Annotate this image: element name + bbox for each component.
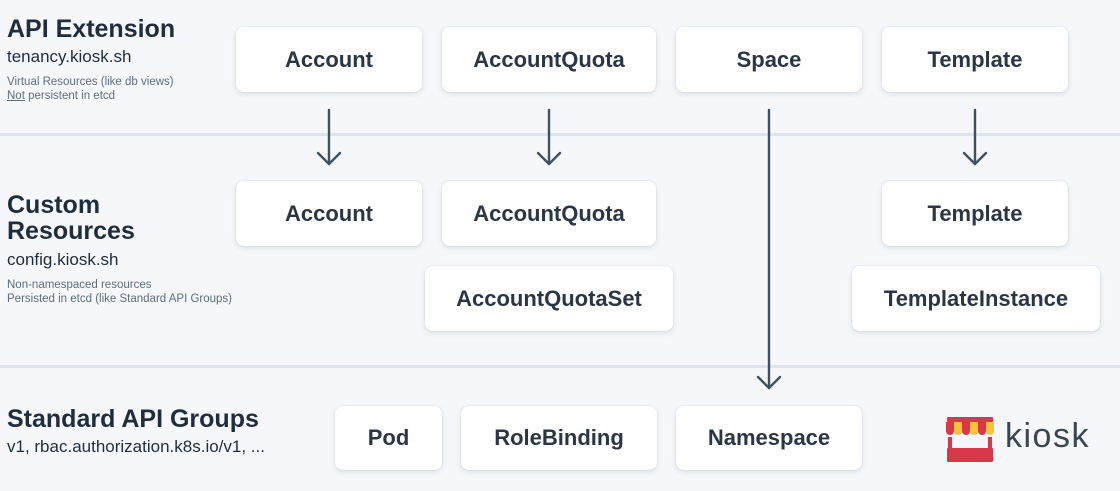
- custom-resources-note-1: Non-namespaced resources: [7, 279, 152, 291]
- api-extension-note-2: Not persistent in etcd: [7, 90, 115, 103]
- crd-account-box[interactable]: Account: [236, 181, 422, 246]
- section-divider-1: [0, 133, 1120, 136]
- std-rolebinding-box[interactable]: RoleBinding: [461, 406, 657, 470]
- api-template-box[interactable]: Template: [882, 27, 1068, 92]
- arrow-accountquota: [536, 108, 562, 166]
- not-underlined: Not: [7, 90, 25, 102]
- api-extension-note-1: Virtual Resources (like db views): [7, 76, 174, 88]
- kiosk-stand-icon: [946, 417, 994, 462]
- api-extension-group: tenancy.kiosk.sh: [7, 47, 132, 66]
- api-extension-title: API Extension: [7, 15, 176, 43]
- std-namespace-box[interactable]: Namespace: [676, 406, 862, 470]
- crd-template-box[interactable]: Template: [882, 181, 1068, 246]
- section-divider-2: [0, 365, 1120, 368]
- persistence-note: persistent in etcd: [24, 90, 116, 102]
- standard-api-title: Standard API Groups: [7, 405, 259, 433]
- custom-resources-group: config.kiosk.sh: [7, 250, 119, 269]
- kiosk-logo-text: kiosk: [1005, 417, 1090, 455]
- std-pod-box[interactable]: Pod: [335, 406, 442, 470]
- api-account-box[interactable]: Account: [236, 27, 422, 92]
- arrow-template: [962, 108, 988, 166]
- api-space-box[interactable]: Space: [676, 27, 862, 92]
- arrow-space-to-namespace: [756, 108, 782, 390]
- custom-resources-title-1: Custom: [7, 191, 101, 219]
- crd-templateinstance-box[interactable]: TemplateInstance: [852, 266, 1100, 331]
- arrow-account: [316, 108, 342, 166]
- custom-resources-title-2: Resources: [7, 217, 135, 245]
- api-accountquota-box[interactable]: AccountQuota: [442, 27, 656, 92]
- crd-accountquota-box[interactable]: AccountQuota: [442, 181, 656, 246]
- crd-accountquotaset-box[interactable]: AccountQuotaSet: [425, 266, 673, 331]
- custom-resources-note-2: Persisted in etcd (like Standard API Gro…: [7, 293, 232, 305]
- standard-api-group: v1, rbac.authorization.k8s.io/v1, ...: [7, 437, 265, 456]
